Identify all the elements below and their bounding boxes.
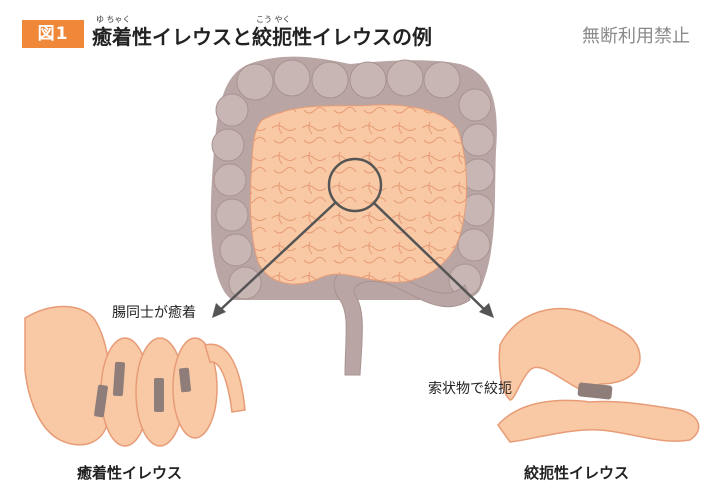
- ruby-strangulation: こう やく: [256, 15, 291, 24]
- arrow-right-head: [479, 303, 494, 318]
- strangulation-caption: 絞扼性イレウス: [524, 464, 630, 482]
- title-ruby: ゆ ちゃく こう やく: [92, 14, 432, 24]
- watermark-text: 無断利用禁止: [582, 26, 690, 47]
- strangulation-annotation: 索状物で絞扼: [428, 381, 512, 397]
- small-intestine: [249, 104, 468, 285]
- arrow-left-head: [212, 303, 226, 318]
- adhesion-annotation: 腸同士が癒着: [112, 305, 196, 321]
- page-title: 癒着性イレウスと絞扼性イレウスの例: [92, 25, 432, 49]
- ruby-adhesion: ゆ ちゃく: [96, 15, 131, 24]
- adhesion-illustration: [24, 305, 246, 447]
- strangulation-illustration: [497, 307, 700, 443]
- figure-label-badge: 図1: [22, 20, 84, 48]
- adhesion-caption: 癒着性イレウス: [77, 464, 183, 482]
- title-block: ゆ ちゃく こう やく 癒着性イレウスと絞扼性イレウスの例: [92, 14, 432, 50]
- adhesion-bands: [94, 361, 192, 418]
- zoom-circle: [327, 157, 383, 213]
- strangulating-band: [577, 382, 613, 400]
